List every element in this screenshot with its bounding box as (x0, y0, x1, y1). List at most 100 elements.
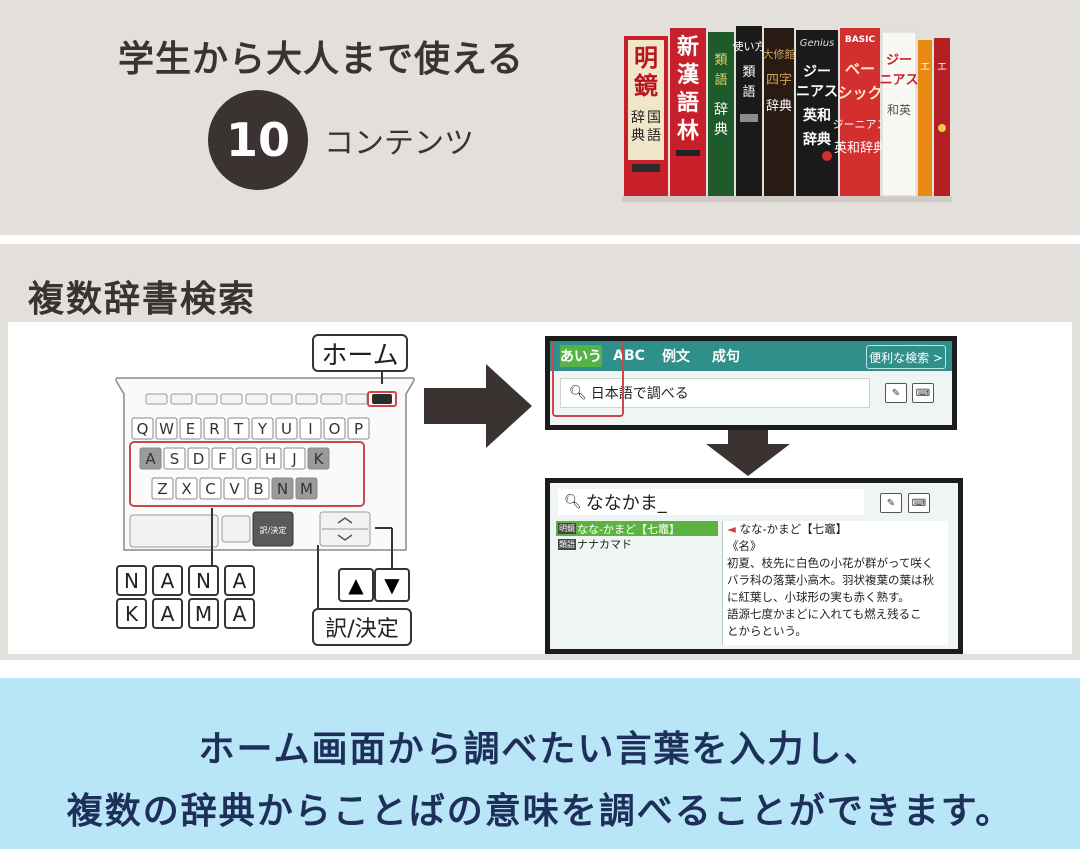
typed-key: M (188, 598, 219, 629)
function-key (320, 393, 343, 405)
key-s (163, 447, 186, 470)
book-ruigo: 類 語 辞 典 (708, 32, 734, 196)
books-shadow (622, 196, 952, 202)
definition-pos: 《名》 (727, 539, 762, 553)
book-emerald-2: エ (934, 38, 950, 196)
edit-icon[interactable]: ✎ (885, 383, 907, 403)
svg-text:林: 林 (677, 119, 699, 144)
keyboard-icon[interactable]: ⌨ (912, 383, 934, 403)
candidate-source-tag: 明鏡 (558, 523, 576, 534)
function-key (245, 393, 268, 405)
key-label: N (277, 480, 288, 498)
query-input[interactable]: 🔍︎ ななかま_ (558, 489, 864, 515)
svg-text:語: 語 (714, 72, 727, 88)
key-g (235, 447, 258, 470)
enter-key-label: 訳/決定 (260, 525, 287, 535)
key-label: Y (257, 420, 268, 438)
keyboard-icon[interactable]: ⌨ (908, 493, 930, 513)
svg-text:漢: 漢 (677, 62, 700, 88)
key-m (295, 477, 318, 500)
svg-text:ベー: ベー (845, 60, 875, 78)
tab-reibun[interactable]: 例文 (662, 349, 690, 365)
svg-text:四字: 四字 (766, 73, 792, 88)
svg-text:Genius: Genius (800, 38, 835, 49)
candidate-item[interactable]: 明鏡なな-かまど【七竈】 (556, 521, 718, 536)
search-icon: 🔍︎ (564, 494, 582, 510)
key-label: Q (137, 420, 149, 438)
svg-text:使い方: 使い方 (733, 39, 766, 53)
section-title: 複数辞書検索 (28, 279, 257, 320)
svg-text:ジーニアス: ジーニアス (833, 118, 888, 131)
summary-line-1: ホーム画面から調べたい言葉を入力し、 (198, 729, 882, 770)
svg-text:ジー: ジー (803, 64, 831, 80)
key-e (179, 417, 202, 440)
function-key (295, 393, 318, 405)
key-label: M (300, 480, 313, 498)
key-label: W (159, 420, 174, 438)
function-key (195, 393, 218, 405)
candidate-text: ナナカマド (577, 538, 632, 551)
dictionary-books-image: 明 鏡 辞 国 典 語 新 漢 語 林 類 語 辞 典 使い方 類 語 大修館 … (622, 26, 952, 202)
svg-text:新: 新 (677, 34, 699, 60)
definition-headword: なな-かまど【七竈】 (739, 522, 848, 536)
key-label: A (145, 450, 156, 468)
key-w (155, 417, 178, 440)
key-label: R (209, 420, 219, 438)
key-h (259, 447, 282, 470)
edit-icon[interactable]: ✎ (880, 493, 902, 513)
enter-key (252, 511, 294, 547)
arrow-up-key-label: ▲ (338, 568, 374, 602)
candidate-item[interactable]: 類語ナナカマド (556, 537, 718, 551)
typed-key: N (188, 565, 219, 596)
function-key-row (145, 393, 368, 405)
definition-pane: ◄ なな-かまど【七竈】 《名》 初夏、枝先に白色の小花が群がって咲く バラ科の… (722, 521, 948, 645)
book-genius-waei: ジー ニアス 和英 (879, 31, 919, 197)
candidate-text: なな-かまど【七竈】 (577, 522, 680, 536)
function-key (170, 393, 193, 405)
key-z (151, 477, 174, 500)
definition-line: 初夏、枝先に白色の小花が群がって咲く (727, 556, 934, 570)
advanced-search-button[interactable]: 便利な検索 > (866, 345, 946, 369)
key-label: C (205, 480, 215, 498)
key-v (223, 477, 246, 500)
search-icon: 🔍︎ (569, 385, 587, 401)
tab-abc[interactable]: ABC (613, 348, 645, 364)
key-i (299, 417, 322, 440)
arrow-down-key-label: ▼ (374, 568, 410, 602)
search-highlight (552, 341, 624, 417)
right-arrow-icon (424, 364, 532, 448)
svg-text:鏡: 鏡 (634, 72, 658, 100)
definition-line: に紅葉し、小球形の実も赤く熟す。 (727, 590, 910, 604)
key-u (275, 417, 298, 440)
svg-text:典: 典 (631, 128, 645, 144)
function-key (220, 393, 243, 405)
book-kangorin: 新 漢 語 林 (670, 28, 706, 196)
typed-key: N (116, 565, 147, 596)
book-genius: Genius ジー ニアス 英和 辞典 (796, 30, 838, 196)
definition-line: 語源七度かまどに入れても燃え残るこ (727, 607, 922, 621)
tab-seiku[interactable]: 成句 (712, 349, 740, 365)
svg-text:明: 明 (634, 44, 658, 72)
key-n (271, 477, 294, 500)
typed-key: A (224, 598, 255, 629)
typed-key: A (224, 565, 255, 596)
summary-band: ホーム画面から調べたい言葉を入力し、 複数の辞典からことばの意味を調べることがで… (0, 678, 1080, 849)
home-key-highlight (367, 391, 397, 407)
definition-head: ◄ なな-かまど【七竈】 (727, 521, 944, 538)
search-input[interactable]: 🔍︎ 日本語で調べる (560, 378, 870, 408)
home-label: ホーム (312, 334, 408, 372)
down-arrow-big-icon (706, 428, 790, 476)
svg-text:英和: 英和 (802, 107, 831, 124)
contents-count-badge: 10 (208, 90, 308, 190)
key-k (307, 447, 330, 470)
key-label: I (308, 420, 312, 438)
key-y (251, 417, 274, 440)
tab-aiu[interactable]: あいう (560, 345, 602, 367)
key-label: J (291, 450, 296, 468)
up-arrow-icon (337, 517, 353, 524)
svg-text:辞典: 辞典 (803, 131, 831, 148)
tagline: 学生から大人まで使える (118, 39, 524, 80)
key-label: H (265, 450, 276, 468)
